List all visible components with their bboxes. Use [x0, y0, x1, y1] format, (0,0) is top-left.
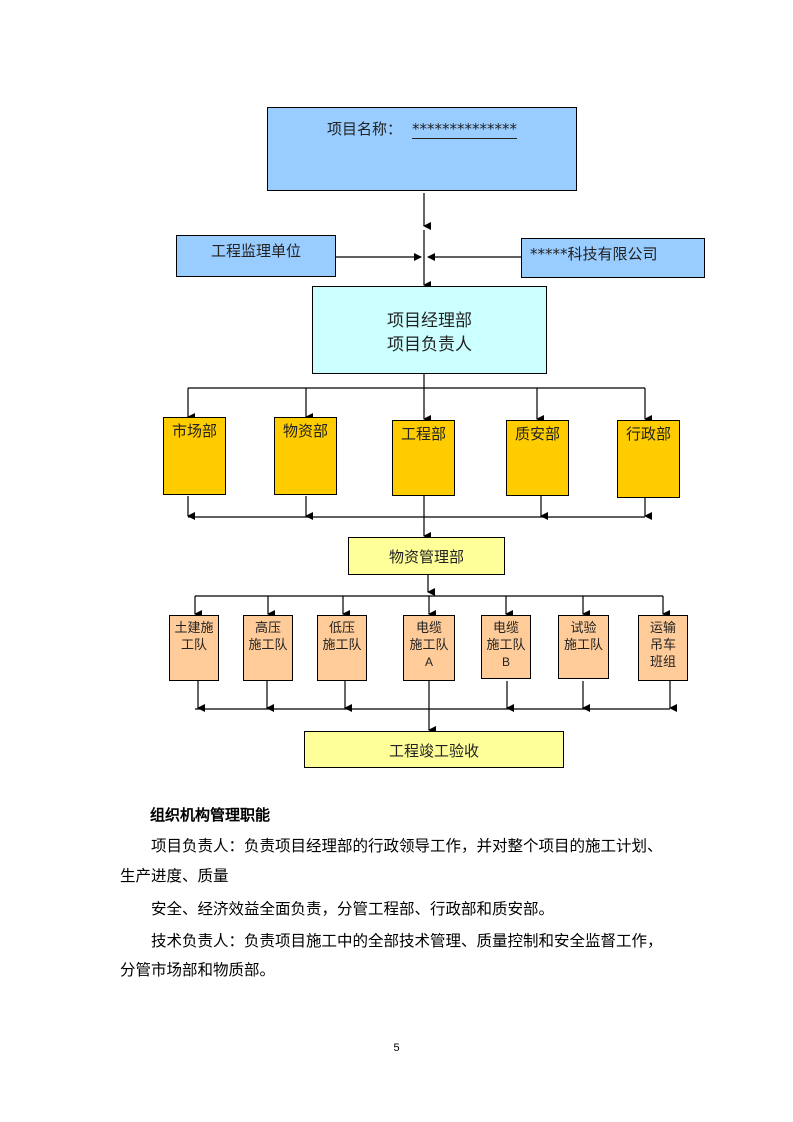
materials-dept-label: 物资管理部	[388, 548, 464, 566]
department-label: 质安部	[514, 425, 560, 443]
department-box: 工程部	[392, 420, 455, 496]
connector-lines	[187, 193, 677, 734]
team-label-line: 电缆	[492, 621, 519, 636]
team-label-line: 低压	[328, 621, 355, 636]
project-name-value: **************	[412, 120, 517, 138]
department-label: 市场部	[171, 422, 217, 440]
team-label-line: 试验	[570, 621, 597, 636]
team-box: 电缆施工队 A	[403, 615, 455, 681]
paragraph-3-cont: 分管市场部和物质部。	[120, 961, 276, 979]
team-label-line: A	[424, 655, 433, 669]
team-label-line: 施工队	[409, 638, 449, 653]
department-label: 行政部	[625, 425, 671, 443]
team-box: 运输吊车班组	[638, 615, 688, 681]
department-box: 质安部	[506, 420, 569, 496]
team-label-line: 土建施	[174, 621, 214, 636]
company-box: *****科技有限公司	[521, 238, 705, 278]
org-chart: 项目名称： ************** 工程监理单位 *****科技有限公司 项…	[163, 107, 705, 768]
company-label: *****科技有限公司	[530, 245, 658, 263]
project-name-box: 项目名称： **************	[267, 107, 577, 191]
team-label-line: 施工队	[486, 638, 526, 653]
team-box: 低压施工队	[317, 615, 367, 681]
team-label-line: B	[501, 655, 510, 669]
paragraph-2: 安全、经济效益全面负责，分管工程部、行政部和质安部。	[151, 900, 555, 918]
paragraph-3: 技术负责人：负责项目施工中的全部技术管理、质量控制和安全监督工作，	[151, 932, 663, 950]
department-box: 市场部	[163, 417, 226, 495]
department-label: 工程部	[400, 425, 446, 443]
team-box: 试验施工队	[558, 615, 609, 679]
page-number: 5	[393, 1042, 400, 1054]
team-label-line: 施工队	[248, 638, 288, 653]
pm-lead-label: 项目负责人	[387, 335, 472, 355]
team-box: 高压施工队	[243, 615, 293, 681]
team-label-line: 施工队	[563, 638, 603, 653]
acceptance-box: 工程竣工验收	[304, 731, 564, 768]
supervisor-box: 工程监理单位	[176, 235, 336, 277]
project-name-label: 项目名称：	[326, 120, 402, 138]
supervisor-label: 工程监理单位	[210, 242, 301, 260]
team-label-line: 运输	[649, 621, 676, 636]
department-label: 物资部	[282, 422, 328, 440]
team-label-line: 班组	[649, 655, 676, 670]
materials-dept-box: 物资管理部	[348, 537, 505, 575]
team-label-line: 施工队	[322, 638, 362, 653]
team-label-line: 吊车	[649, 638, 676, 653]
paragraph-1-cont: 生产进度、质量	[120, 867, 229, 885]
pm-dept-label: 项目经理部	[387, 311, 472, 331]
department-box: 行政部	[617, 420, 680, 498]
team-label-line: 高压	[254, 621, 281, 636]
team-box: 电缆施工队 B	[481, 615, 531, 679]
department-box: 物资部	[274, 417, 337, 495]
team-box: 土建施工队	[169, 615, 219, 681]
team-label-line: 电缆	[415, 621, 442, 636]
team-label-line: 工队	[180, 638, 207, 653]
pm-dept-box: 项目经理部 项目负责人	[312, 286, 547, 374]
acceptance-label: 工程竣工验收	[388, 742, 479, 760]
paragraph-1: 项目负责人：负责项目经理部的行政领导工作，并对整个项目的施工计划、	[151, 837, 663, 855]
section-heading: 组织机构管理职能	[150, 806, 271, 824]
